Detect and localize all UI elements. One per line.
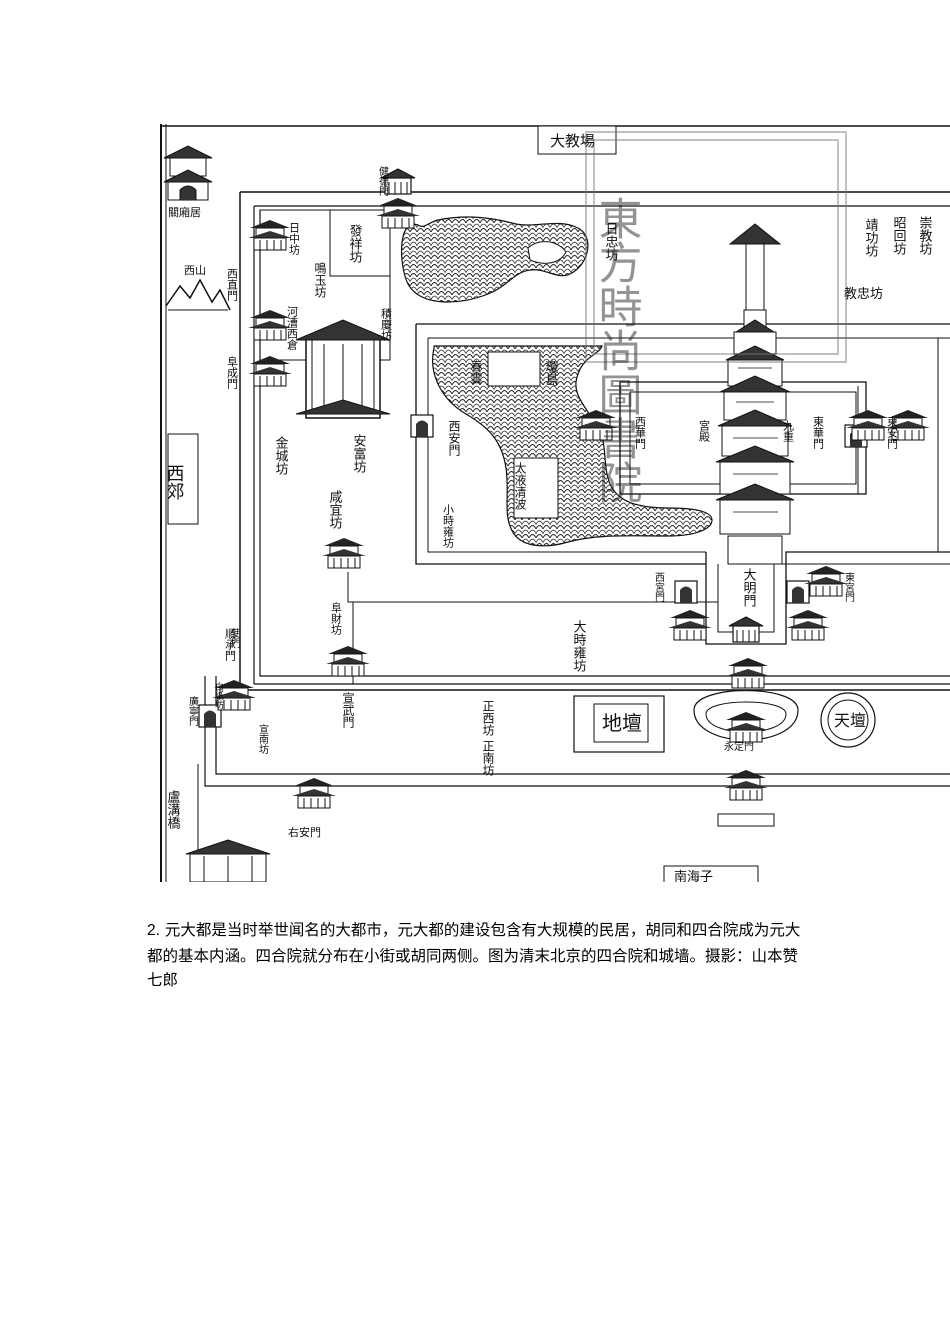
label-nan-hai-zi: 南海子: [674, 869, 713, 882]
label-zheng-nan-fang: 正南坊: [481, 740, 495, 776]
label-yong-ding-men: 永定門: [724, 740, 754, 753]
label-da-ming-men: 大明門: [741, 568, 757, 608]
label-da-shi-yong-fang: 大時雍坊: [571, 620, 587, 673]
label-fa-xiang-fang: 發祥坊: [347, 224, 363, 264]
label-di-tan: 地壇: [602, 711, 642, 735]
seal-watermark: 東方時尚圖書院: [591, 196, 642, 504]
label-xuan-wu-men: 宣武門: [341, 691, 355, 728]
label-an-fu-fang: 安富坊: [351, 434, 367, 474]
label-chong-jiao-fang: 崇教坊: [917, 216, 933, 256]
label-xi-shan: 西山: [184, 264, 206, 277]
label-jin-cheng-fang: 金城坊: [273, 435, 289, 476]
caption-text: 元大都是当时举世闻名的大都市，元大都的建设包含有大规模的民居，胡同和四合院成为元…: [147, 921, 801, 989]
label-zhao-hui-fang: 昭回坊: [891, 216, 907, 256]
label-shi-men: 使門: [229, 627, 241, 649]
label-shun-cheng-men: 順承門: [224, 628, 237, 662]
label-ri-zhong-fang: 日中坊: [288, 222, 301, 255]
label-bai-zhi-fang: 白紙坊: [213, 681, 224, 710]
label-chun-yun: 春雲: [469, 360, 483, 384]
label-ji-qing-fang: 積慶坊: [380, 307, 393, 341]
label-he-cao-xi-cang: 河漕西倉: [286, 306, 299, 351]
figure-caption: 2. 元大都是当时举世闻名的大都市，元大都的建设包含有大规模的民居，胡同和四合院…: [147, 918, 807, 993]
label-jing-gong-fang: 靖功坊: [863, 218, 879, 258]
label-zheng-xi-fang: 正西坊: [481, 700, 495, 736]
label-xuan-nan-fang: 宣南坊: [257, 723, 269, 755]
label-xian-yi-fang: 咸宜坊: [327, 490, 343, 530]
label-jian-de-men: 健德門: [377, 166, 389, 197]
label-fu-cheng-men: 阜成門: [226, 356, 239, 390]
label-ri-zhong-right: 日忠坊: [603, 222, 619, 262]
label-you-an-men: 右安門: [288, 825, 321, 839]
label-da-jiao-chang: 大教場: [550, 132, 595, 150]
label-gong-dian: 宮殿: [698, 419, 711, 443]
label-tian-tan: 天壇: [834, 711, 866, 730]
label-jiu-chong: 九重: [782, 420, 795, 442]
label-qiong-hua: 瓊島: [543, 360, 559, 386]
label-jiao-zhong-fang: 教忠坊: [844, 286, 883, 302]
label-xi-zhi-men: 西直門: [226, 268, 239, 302]
label-xi-jiao: 西郊: [164, 464, 185, 500]
label-dong-gong-men: 東宮門: [843, 571, 855, 603]
historical-city-map: 東方時尚圖書院 大教場 健德門 日中坊 發祥坊 鳴玉坊 西山 西直門 河漕西倉 …: [158, 124, 950, 882]
label-guan-xiang-ju: 關廂居: [168, 205, 201, 219]
label-guang-ning-men: 廣寧門: [187, 695, 199, 727]
label-dong-hua-men: 東華門: [812, 416, 825, 450]
label-lu-gou-qiao: 盧溝橋: [165, 790, 181, 830]
label-xi-gong-men: 西宮門: [653, 572, 665, 603]
label-xi-hua-men: 西華門: [634, 416, 647, 450]
label-ming-yu-fang: 鳴玉坊: [313, 262, 327, 298]
label-fu-cai-fang: 阜財坊: [330, 602, 343, 635]
label-dong-an-men: 東安門: [886, 416, 899, 450]
label-tai-ye-qing-bo: 太液清波: [513, 461, 527, 511]
label-xiao-shi-yong-fang: 小時雍坊: [442, 504, 455, 548]
label-xi-an-men: 西安門: [447, 420, 461, 456]
caption-number: 2.: [147, 922, 160, 939]
